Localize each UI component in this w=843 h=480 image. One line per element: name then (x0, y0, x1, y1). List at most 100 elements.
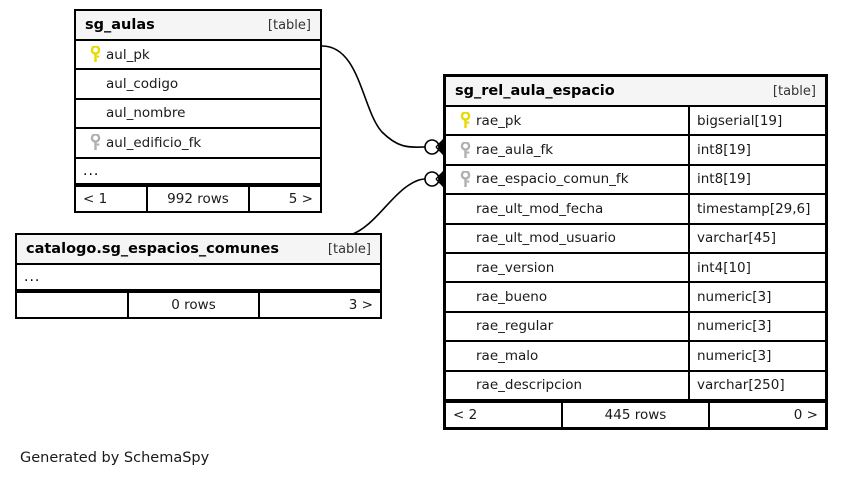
column-type: int4[10] (697, 259, 751, 276)
column-label: rae_descripcion (476, 377, 583, 394)
table-row[interactable]: rae_espacio_comun_fk int8[19] (446, 165, 825, 196)
table-sg-aulas[interactable]: sg_aulas [table] aul_pk aul_codigo (74, 9, 322, 213)
column-label: rae_pk (476, 112, 522, 129)
column-name-cell: rae_regular (446, 313, 688, 340)
column-label: rae_ult_mod_usuario (476, 230, 616, 247)
table-row[interactable]: rae_ult_mod_usuario varchar[45] (446, 224, 825, 254)
key-icon-foreign (84, 134, 106, 151)
footer-next-relationships[interactable]: 0 > (793, 406, 818, 423)
footer-prev-relationships[interactable] (17, 293, 127, 317)
column-type: numeric[3] (697, 347, 772, 364)
column-label: rae_regular (476, 318, 554, 335)
table-header-sg-aulas: sg_aulas [table] (76, 11, 320, 41)
column-name-cell: rae_ult_mod_usuario (446, 225, 688, 252)
table-row[interactable]: rae_malo numeric[3] (446, 342, 825, 372)
column-type-cell: bigserial[19] (688, 107, 825, 135)
column-type: numeric[3] (697, 289, 772, 306)
footer-prev-relationships[interactable]: < 1 (83, 190, 108, 207)
table-row[interactable]: aul_edificio_fk (76, 129, 320, 159)
table-row[interactable]: aul_nombre (76, 99, 320, 130)
column-type-cell: int8[19] (688, 165, 825, 194)
column-type-cell: int8[19] (688, 136, 825, 164)
table-sg-rel-aula-espacio[interactable]: sg_rel_aula_espacio [table] rae_pk bigse… (443, 74, 828, 430)
column-label: aul_pk (106, 46, 150, 63)
column-type-cell: timestamp[29,6] (688, 195, 825, 223)
column-type-cell: int4[10] (688, 253, 825, 282)
relationship-line-espacio (349, 178, 426, 236)
column-name-cell: rae_version (446, 254, 688, 281)
column-type: timestamp[29,6] (697, 200, 811, 217)
column-type-cell: numeric[3] (688, 342, 825, 370)
column-name-cell: aul_nombre (76, 100, 320, 127)
table-footer-sg-aulas: < 1 992 rows 5 > (76, 184, 320, 211)
column-type-cell: numeric[3] (688, 283, 825, 311)
relationship-line-aula (321, 45, 426, 148)
table-row[interactable]: aul_pk (76, 41, 320, 71)
table-kind-label: [table] (267, 17, 311, 33)
table-catalogo-sg-espacios-comunes[interactable]: catalogo.sg_espacios_comunes [table] ...… (15, 233, 382, 319)
column-label: aul_edificio_fk (106, 134, 202, 151)
footer-row-count: 0 rows (127, 293, 260, 317)
column-type: varchar[250] (697, 377, 785, 394)
column-label: rae_version (476, 259, 555, 276)
footer-next-relationships[interactable]: 3 > (348, 297, 373, 313)
table-row[interactable]: rae_aula_fk int8[19] (446, 136, 825, 166)
table-row[interactable]: aul_codigo (76, 70, 320, 100)
key-icon-primary (454, 112, 476, 129)
footer-next-relationships[interactable]: 5 > (288, 190, 313, 207)
column-name-cell: rae_malo (446, 342, 688, 369)
column-name-cell: rae_pk (446, 107, 688, 134)
table-title: sg_rel_aula_espacio (455, 83, 615, 99)
more-columns-indicator: ... (76, 159, 320, 185)
column-type-cell: numeric[3] (688, 312, 825, 341)
relationship-endpoint-circle-aula (424, 139, 440, 155)
key-icon-primary (84, 46, 106, 63)
table-row[interactable]: rae_descripcion varchar[250] (446, 371, 825, 401)
column-label: rae_aula_fk (476, 142, 554, 159)
column-label: aul_nombre (106, 105, 186, 122)
column-label: rae_malo (476, 347, 539, 364)
column-name-cell: rae_descripcion (446, 372, 688, 399)
table-row[interactable]: rae_pk bigserial[19] (446, 107, 825, 137)
column-type: int8[19] (697, 142, 751, 159)
more-columns-indicator: ... (17, 265, 380, 291)
table-footer-catalogo-sg-espacios-comunes: 0 rows 3 > (17, 291, 380, 317)
column-label: aul_codigo (106, 76, 179, 93)
column-type: int8[19] (697, 171, 751, 188)
table-kind-label: [table] (327, 241, 371, 257)
column-type-cell: varchar[45] (688, 224, 825, 252)
table-row[interactable]: rae_bueno numeric[3] (446, 283, 825, 313)
column-name-cell: aul_edificio_fk (76, 129, 320, 156)
table-footer-sg-rel-aula-espacio: < 2 445 rows 0 > (446, 400, 825, 427)
key-icon-foreign (454, 170, 476, 188)
relationship-endpoint-circle-espacio (424, 171, 440, 187)
column-type: varchar[45] (697, 230, 777, 247)
column-type: numeric[3] (697, 318, 772, 335)
crowsfoot-aula-legs (435, 139, 444, 155)
column-name-cell: aul_codigo (76, 70, 320, 97)
column-name-cell: rae_bueno (446, 283, 688, 310)
table-title: catalogo.sg_espacios_comunes (26, 241, 279, 257)
footer-row-count: 445 rows (561, 402, 710, 427)
footer-prev-relationships[interactable]: < 2 (453, 406, 478, 423)
column-type: bigserial[19] (697, 112, 783, 129)
column-label: rae_ult_mod_fecha (476, 200, 604, 217)
table-row[interactable]: rae_ult_mod_fecha timestamp[29,6] (446, 195, 825, 225)
key-icon-foreign (454, 141, 476, 159)
table-header-sg-rel-aula-espacio: sg_rel_aula_espacio [table] (446, 77, 825, 107)
table-kind-label: [table] (772, 83, 816, 99)
column-name-cell: rae_espacio_comun_fk (446, 166, 688, 193)
column-label: rae_bueno (476, 289, 548, 306)
column-name-cell: rae_aula_fk (446, 136, 688, 163)
column-label: rae_espacio_comun_fk (476, 171, 629, 188)
generated-by-caption: Generated by SchemaSpy (20, 450, 210, 466)
column-name-cell: rae_ult_mod_fecha (446, 195, 688, 222)
footer-row-count: 992 rows (146, 186, 250, 211)
table-title: sg_aulas (85, 17, 155, 33)
column-name-cell: aul_pk (76, 41, 320, 68)
column-type-cell: varchar[250] (688, 371, 825, 399)
table-row[interactable]: rae_version int4[10] (446, 253, 825, 284)
crowsfoot-espacio-legs (435, 171, 444, 187)
table-row[interactable]: rae_regular numeric[3] (446, 312, 825, 343)
